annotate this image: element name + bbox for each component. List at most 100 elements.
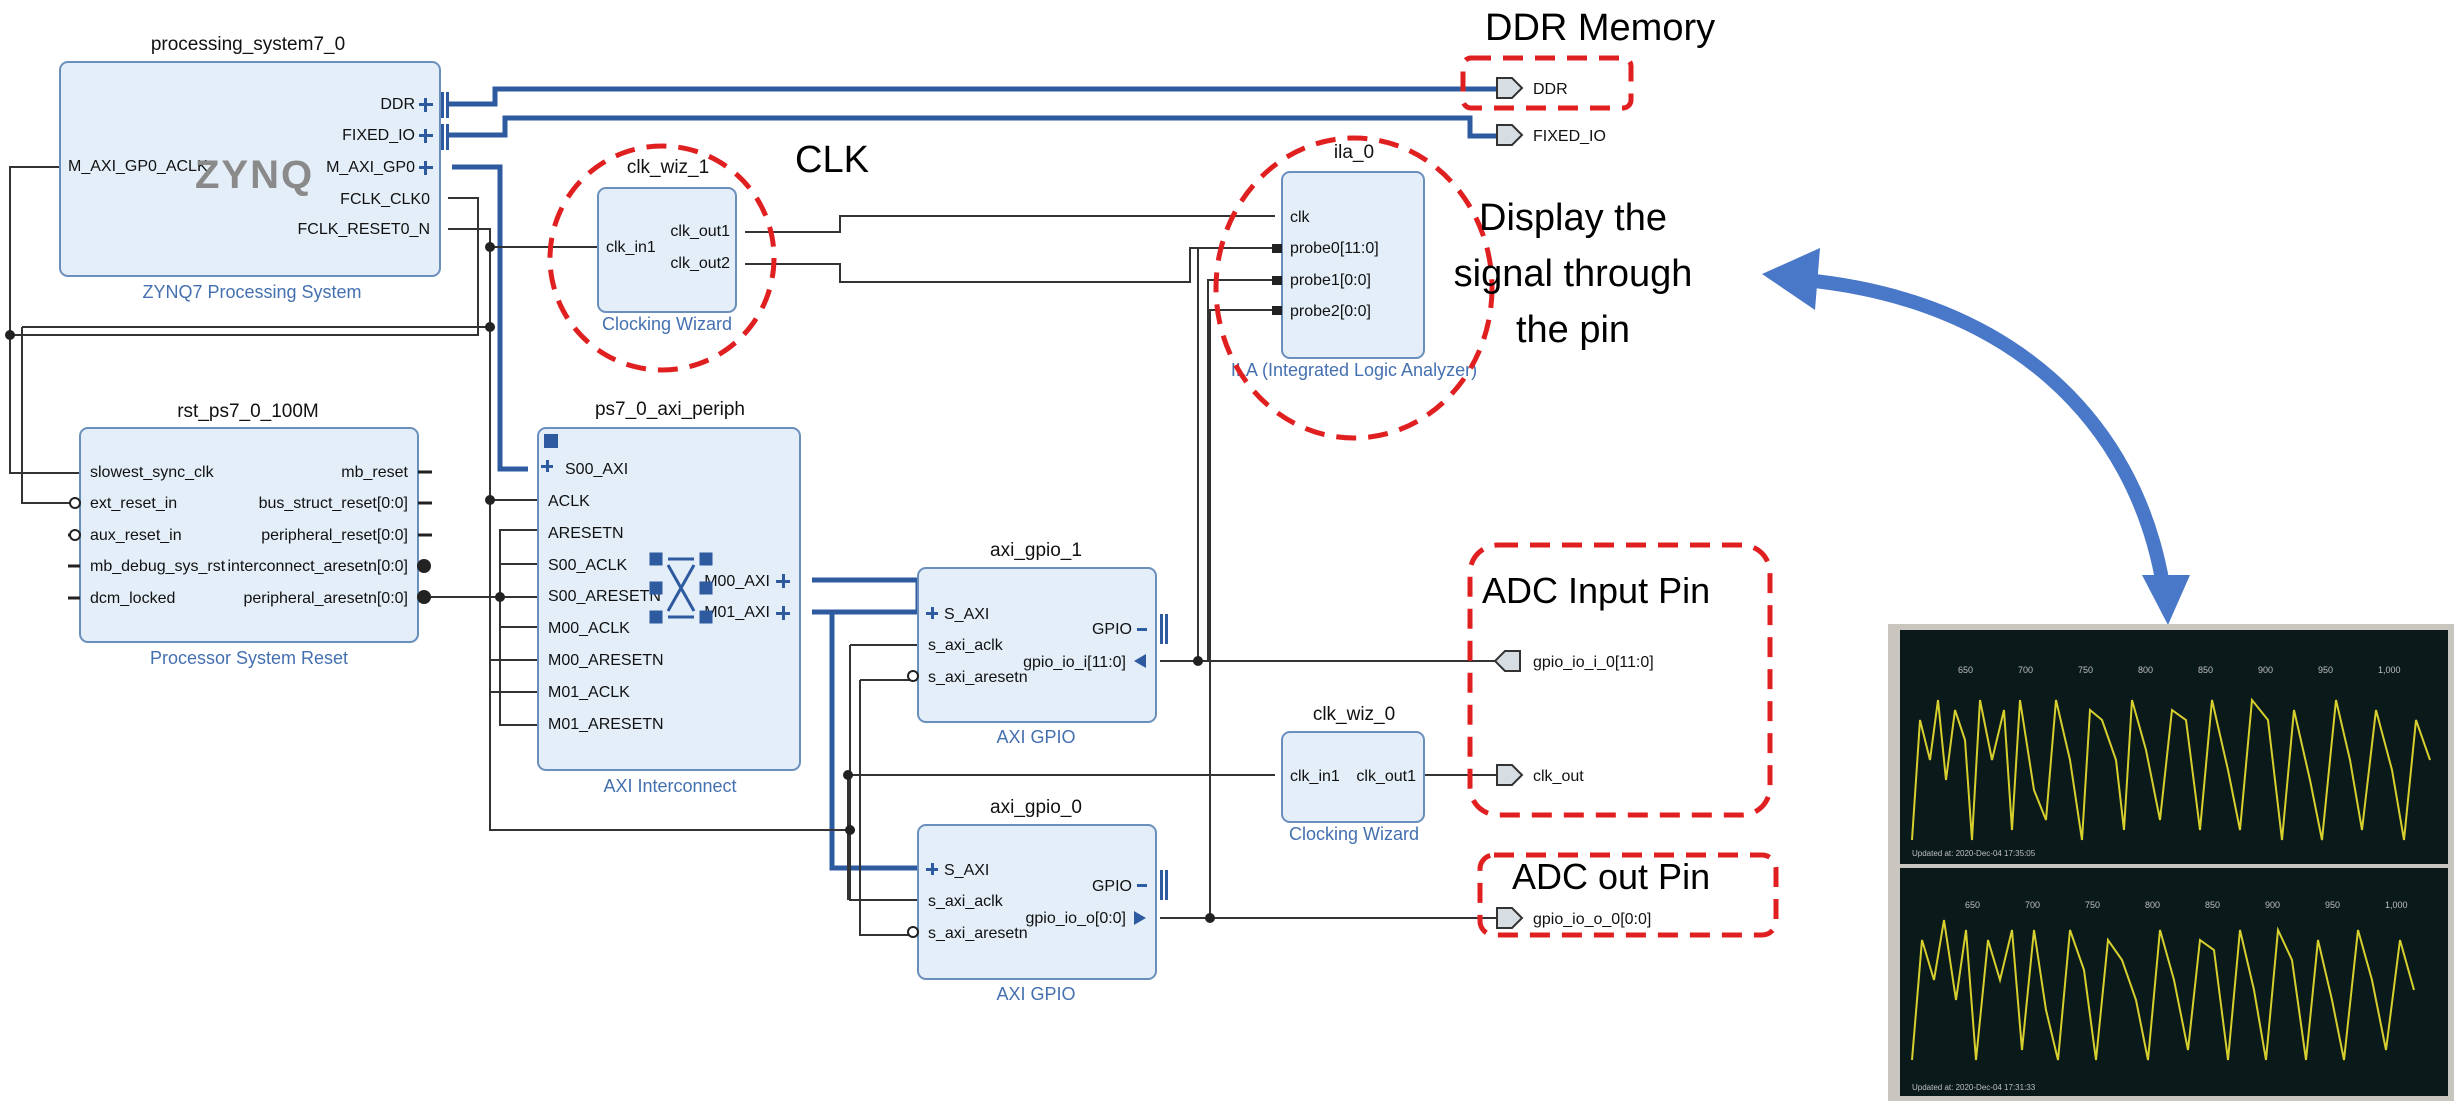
gpio0-pin-gpio: GPIO bbox=[1092, 878, 1132, 895]
axi-gpio-0-block[interactable]: axi_gpio_0 S_AXI s_axi_aclk s_axi_areset… bbox=[907, 797, 1168, 1004]
rst-subtitle: Processor System Reset bbox=[150, 648, 348, 668]
svg-text:1,000: 1,000 bbox=[2378, 665, 2401, 675]
ila-pin-clk: clk bbox=[1290, 209, 1311, 226]
interconnect-instance: ps7_0_axi_periph bbox=[595, 399, 745, 420]
svg-text:950: 950 bbox=[2318, 665, 2333, 675]
rst-pin-mb-reset: mb_reset bbox=[341, 464, 408, 481]
clk-wiz-1-subtitle: Clocking Wizard bbox=[602, 314, 732, 334]
gpio0-subtitle: AXI GPIO bbox=[996, 984, 1075, 1004]
svg-text:650: 650 bbox=[1958, 665, 1973, 675]
oscilloscope-photo: 650 700 750 800 850 900 950 1,000 650 70… bbox=[1888, 624, 2454, 1101]
rst-pin-aux-reset: aux_reset_in bbox=[90, 527, 182, 544]
port-gpio-io-i: gpio_io_i_0[11:0] bbox=[1533, 654, 1654, 671]
clk-wiz-0-in: clk_in1 bbox=[1290, 768, 1340, 785]
processing-system-block[interactable]: processing_system7_0 M_AXI_GP0_ACLK ZYNQ… bbox=[59, 34, 449, 302]
svg-text:900: 900 bbox=[2265, 900, 2280, 910]
ps-pin-fixed-io: FIXED_IO bbox=[342, 127, 415, 144]
gpio1-subtitle: AXI GPIO bbox=[996, 727, 1075, 747]
double-arrow-icon bbox=[1762, 248, 2190, 625]
svg-text:800: 800 bbox=[2145, 900, 2160, 910]
rst-block[interactable]: rst_ps7_0_100M slowest_sync_clk ext_rese… bbox=[68, 401, 432, 668]
clk-highlight bbox=[547, 143, 777, 373]
ps-pin-m-axi-gp0: M_AXI_GP0 bbox=[326, 159, 415, 176]
display-line-2: signal through bbox=[1454, 253, 1693, 295]
ps-left-pin: M_AXI_GP0_ACLK bbox=[68, 158, 208, 175]
display-line-1: Display the bbox=[1479, 197, 1667, 239]
rst-pin-bus-struct: bus_struct_reset[0:0] bbox=[259, 495, 408, 512]
ila-pin-probe0: probe0[11:0] bbox=[1290, 240, 1379, 257]
port-clk-out: clk_out bbox=[1533, 768, 1584, 785]
gpio1-pin-s-axi: S_AXI bbox=[944, 606, 989, 623]
clk-wiz-1-out2: clk_out2 bbox=[670, 255, 730, 272]
clk-wiz-0-instance: clk_wiz_0 bbox=[1313, 704, 1395, 725]
svg-text:750: 750 bbox=[2078, 665, 2093, 675]
svg-text:850: 850 bbox=[2198, 665, 2213, 675]
ps-pin-ddr: DDR bbox=[380, 96, 415, 113]
port-gpio-io-o: gpio_io_o_0[0:0] bbox=[1533, 911, 1651, 928]
adc-out-highlight bbox=[1477, 852, 1779, 938]
ic-subtitle: AXI Interconnect bbox=[603, 776, 736, 796]
gpio1-pin-io-i: gpio_io_i[11:0] bbox=[1023, 654, 1126, 671]
clk-annotation: CLK bbox=[795, 139, 869, 181]
ps-pin-fclk-reset: FCLK_RESET0_N bbox=[298, 221, 431, 238]
scope-bottom-ticks: 650 700 750 800 850 900 950 1,000 bbox=[1965, 900, 2408, 910]
crossbar-icon bbox=[649, 552, 713, 624]
clk-wiz-0-out: clk_out1 bbox=[1356, 768, 1416, 785]
external-ports: DDR FIXED_IO gpio_io_i_0[11:0] clk_out g… bbox=[1493, 77, 1654, 929]
junction-dots bbox=[5, 242, 1215, 923]
clk-wiz-1-instance: clk_wiz_1 bbox=[627, 157, 709, 178]
ic-pin-m00-aresetn: M00_ARESETN bbox=[548, 652, 664, 669]
ila-block[interactable]: ila_0 clk probe0[11:0] probe1[0:0] probe… bbox=[1231, 142, 1477, 380]
rst-pin-mb-debug: mb_debug_sys_rst bbox=[90, 558, 226, 575]
clk-wiz-0-subtitle: Clocking Wizard bbox=[1289, 824, 1419, 844]
gpio1-pin-aclk: s_axi_aclk bbox=[928, 637, 1004, 654]
clk-wiz-0-block[interactable]: clk_wiz_0 clk_in1 clk_out1 Clocking Wiza… bbox=[1281, 704, 1425, 844]
svg-text:850: 850 bbox=[2205, 900, 2220, 910]
clk-wiz-1-block[interactable]: clk_wiz_1 clk_in1 clk_out1 clk_out2 Cloc… bbox=[597, 157, 737, 334]
interconnect-block[interactable]: ps7_0_axi_periph S00_AXI ACLK ARESETN S0… bbox=[537, 399, 801, 796]
rst-pin-peripheral-aresetn: peripheral_aresetn[0:0] bbox=[243, 590, 408, 607]
gpio1-instance: axi_gpio_1 bbox=[990, 540, 1082, 561]
svg-text:750: 750 bbox=[2085, 900, 2100, 910]
svg-text:800: 800 bbox=[2138, 665, 2153, 675]
rst-pin-ext-reset: ext_reset_in bbox=[90, 495, 177, 512]
gpio0-pin-aclk: s_axi_aclk bbox=[928, 893, 1004, 910]
svg-text:650: 650 bbox=[1965, 900, 1980, 910]
gpio0-pin-aresetn: s_axi_aresetn bbox=[928, 925, 1028, 942]
ic-pin-m01-axi: M01_AXI bbox=[704, 604, 770, 621]
gpio1-pin-gpio: GPIO bbox=[1092, 621, 1132, 638]
ic-pin-m01-aresetn: M01_ARESETN bbox=[548, 716, 664, 733]
svg-text:900: 900 bbox=[2258, 665, 2273, 675]
clk-wiz-1-in: clk_in1 bbox=[606, 239, 656, 256]
axi-gpio-1-block[interactable]: axi_gpio_1 S_AXI s_axi_aclk s_axi_areset… bbox=[907, 540, 1168, 747]
ps-instance-name: processing_system7_0 bbox=[151, 34, 345, 55]
gpio1-pin-aresetn: s_axi_aresetn bbox=[928, 669, 1028, 686]
svg-text:950: 950 bbox=[2325, 900, 2340, 910]
ic-pin-aclk: ACLK bbox=[548, 493, 590, 510]
ps-pin-fclk-clk0: FCLK_CLK0 bbox=[340, 191, 430, 208]
ila-subtitle: ILA (Integrated Logic Analyzer) bbox=[1231, 360, 1477, 380]
adc-out-annotation: ADC out Pin bbox=[1512, 856, 1710, 897]
annotations: DDR Memory CLK Display the signal throug… bbox=[547, 7, 1779, 938]
ddr-highlight bbox=[1460, 55, 1634, 111]
rst-pin-slowest: slowest_sync_clk bbox=[90, 464, 215, 481]
ps-subtitle: ZYNQ7 Processing System bbox=[142, 282, 361, 302]
zynq-logo: ZYNQ bbox=[195, 153, 314, 197]
gpio0-instance: axi_gpio_0 bbox=[990, 797, 1082, 818]
rst-pin-dcm-locked: dcm_locked bbox=[90, 590, 175, 607]
port-fixed-io: FIXED_IO bbox=[1533, 128, 1606, 145]
display-line-3: the pin bbox=[1516, 309, 1630, 351]
ic-pin-m00-aclk: M00_ACLK bbox=[548, 620, 630, 637]
svg-text:700: 700 bbox=[2025, 900, 2040, 910]
ila-pin-probe2: probe2[0:0] bbox=[1290, 303, 1371, 320]
svg-text:1,000: 1,000 bbox=[2385, 900, 2408, 910]
rst-pin-interconnect-aresetn: interconnect_aresetn[0:0] bbox=[227, 558, 408, 575]
scope-bottom-status: Updated at: 2020-Dec-04 17:31:33 bbox=[1912, 1083, 2036, 1092]
ic-pin-s00-aclk: S00_ACLK bbox=[548, 557, 627, 574]
ic-pin-m01-aclk: M01_ACLK bbox=[548, 684, 630, 701]
ic-pin-m00-axi: M00_AXI bbox=[704, 573, 770, 590]
clk-wiz-1-out1: clk_out1 bbox=[670, 223, 730, 240]
scope-top-ticks: 650 700 750 800 850 900 950 1,000 bbox=[1958, 665, 2401, 675]
ic-pin-aresetn: ARESETN bbox=[548, 525, 624, 542]
